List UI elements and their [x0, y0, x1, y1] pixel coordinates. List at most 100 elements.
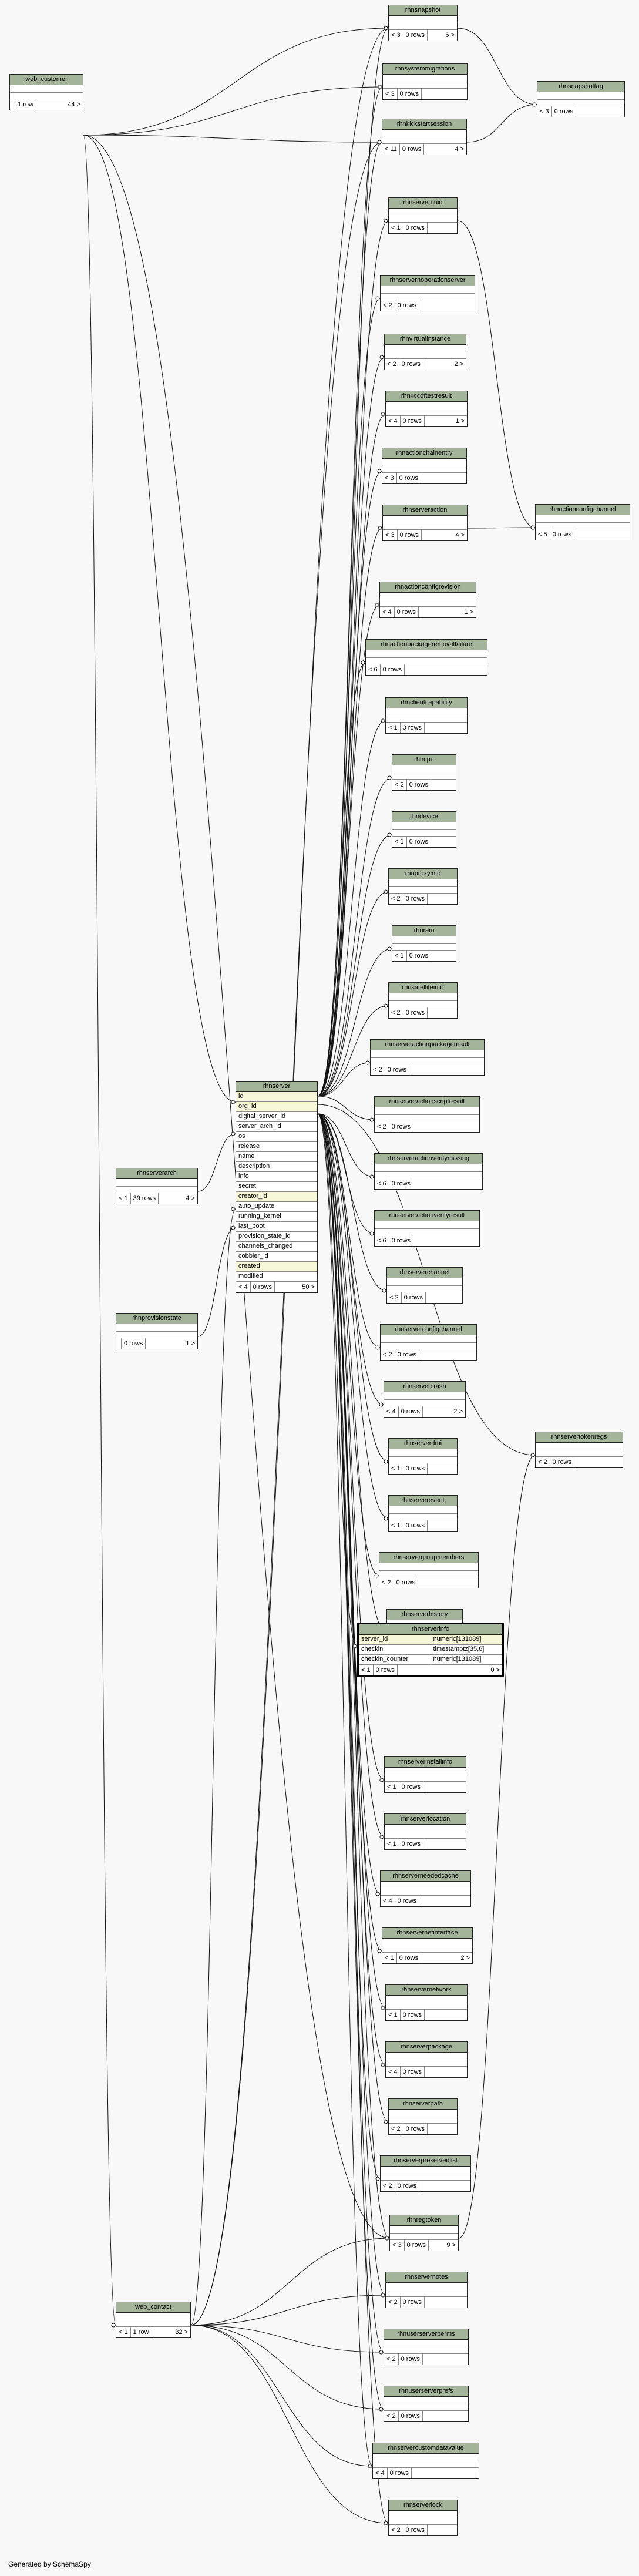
- table-title[interactable]: rhnserverconfigchannel: [381, 1325, 476, 1335]
- table-title[interactable]: rhnservernotes: [386, 2272, 467, 2283]
- table-title[interactable]: rhnclientcapability: [386, 698, 467, 708]
- table-title[interactable]: rhnsystemmigrations: [383, 64, 467, 75]
- table-title[interactable]: rhncpu: [392, 755, 456, 765]
- table-title[interactable]: rhnserverinfo: [359, 1624, 502, 1635]
- table-title[interactable]: rhnserverchannel: [387, 1268, 462, 1278]
- column-modified[interactable]: modified: [236, 1272, 317, 1282]
- table-title[interactable]: rhnprovisionstate: [116, 1314, 197, 1324]
- column-created[interactable]: created: [236, 1262, 317, 1272]
- table-title[interactable]: rhnproxyinfo: [389, 869, 457, 879]
- column-provision-state-id[interactable]: provision_state_id: [236, 1232, 317, 1242]
- table-title[interactable]: rhnserveractionverifyresult: [375, 1211, 479, 1221]
- table-title[interactable]: rhnserverlock: [389, 2500, 457, 2511]
- table-title[interactable]: rhnserver: [236, 1082, 317, 1092]
- table-title[interactable]: rhnservertokenregs: [536, 1432, 623, 1443]
- table-title[interactable]: rhnserveruuid: [389, 198, 457, 209]
- table-title[interactable]: rhnserverpath: [389, 2099, 457, 2110]
- column-org-id[interactable]: org_id: [236, 1102, 317, 1112]
- table-title[interactable]: rhnserveractionverifymissing: [375, 1154, 482, 1164]
- table-title[interactable]: rhnserverpackage: [386, 2042, 467, 2053]
- table-title[interactable]: rhnsnapshot: [389, 5, 457, 16]
- table-title[interactable]: rhnservergroupmembers: [379, 1553, 478, 1563]
- table-title[interactable]: rhnserverpreservedlist: [381, 2156, 470, 2167]
- table-title[interactable]: rhndevice: [392, 812, 456, 822]
- table-title[interactable]: rhnservernetwork: [386, 1985, 467, 1996]
- table-title[interactable]: rhnuserserverperms: [384, 2329, 468, 2340]
- table-title[interactable]: rhnactionchainentry: [382, 448, 466, 459]
- table-title[interactable]: rhnserverneededcache: [381, 1871, 470, 1882]
- table-title[interactable]: web_contact: [116, 2302, 190, 2313]
- column-description[interactable]: description: [236, 1162, 317, 1172]
- column-os[interactable]: os: [236, 1132, 317, 1142]
- table-title[interactable]: rhnuserserverprefs: [384, 2386, 468, 2397]
- column-secret[interactable]: secret: [236, 1182, 317, 1192]
- table-title[interactable]: rhnserverevent: [389, 1496, 457, 1506]
- column-running-kernel[interactable]: running_kernel: [236, 1212, 317, 1222]
- column-digital-server-id[interactable]: digital_server_id: [236, 1112, 317, 1122]
- table-title[interactable]: rhnsnapshottag: [537, 82, 624, 92]
- table-title[interactable]: rhnserverinstallinfo: [385, 1757, 466, 1768]
- table-title[interactable]: rhnactionpackageremovalfailure: [366, 640, 487, 650]
- table-title[interactable]: rhnservernetinterface: [382, 1928, 472, 1939]
- table-title[interactable]: rhnserverarch: [116, 1168, 197, 1179]
- column-auto-update[interactable]: auto_update: [236, 1202, 317, 1212]
- table-title[interactable]: rhnserverdmi: [389, 1439, 457, 1449]
- table-title[interactable]: rhnserverhistory: [387, 1610, 462, 1620]
- table-title[interactable]: web_customer: [10, 75, 83, 85]
- column-info[interactable]: info: [236, 1172, 317, 1182]
- table-title[interactable]: rhnactionconfigchannel: [536, 505, 630, 515]
- table-title[interactable]: rhnram: [392, 926, 456, 936]
- column-cobbler-id[interactable]: cobbler_id: [236, 1252, 317, 1262]
- table-title[interactable]: rhnserverlocation: [385, 1814, 466, 1825]
- column-id[interactable]: id: [236, 1092, 317, 1102]
- column-creator-id[interactable]: creator_id: [236, 1192, 317, 1202]
- table-title[interactable]: rhnservercustomdatavalue: [373, 2443, 479, 2454]
- table-title[interactable]: rhnactionconfigrevision: [380, 582, 476, 593]
- column-last-boot[interactable]: last_boot: [236, 1222, 317, 1232]
- column-channels-changed[interactable]: channels_changed: [236, 1242, 317, 1252]
